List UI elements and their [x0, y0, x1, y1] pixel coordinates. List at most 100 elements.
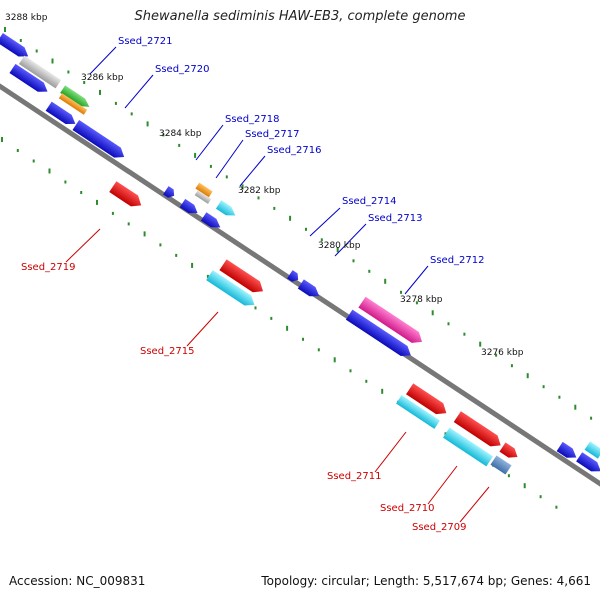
tick-label-3276: 3276 kbp	[481, 348, 524, 358]
tick-dot	[590, 416, 593, 420]
tick-dot	[349, 369, 352, 373]
tick-dot	[159, 243, 162, 247]
tick-dot	[175, 253, 178, 257]
tick-dot	[257, 196, 260, 200]
tick-dot	[273, 206, 276, 210]
feature-arrow[interactable]	[72, 119, 128, 162]
tick-dot	[317, 348, 320, 352]
feature-arrow[interactable]	[215, 200, 238, 219]
tick-dot	[178, 143, 181, 147]
label-leader-lines	[65, 46, 490, 523]
tick-dot	[384, 278, 387, 284]
tick-label-3284: 3284 kbp	[159, 129, 202, 139]
gene-label-ssed-2710[interactable]: Ssed_2710	[380, 503, 435, 514]
gene-label-ssed-2719[interactable]: Ssed_2719	[21, 262, 76, 273]
feature-arrow[interactable]	[219, 259, 266, 296]
feature-arrow[interactable]	[60, 85, 92, 110]
feature-arrow[interactable]	[396, 395, 440, 429]
tick-dot	[1, 137, 3, 142]
leader-line	[374, 431, 407, 473]
gene-label-ssed-2709[interactable]: Ssed_2709	[412, 522, 467, 533]
tick-dot	[96, 199, 98, 205]
tick-dot	[191, 262, 194, 268]
feature-arrow[interactable]	[200, 212, 223, 231]
gene-label-ssed-2712[interactable]: Ssed_2712	[430, 255, 485, 266]
leader-line	[215, 139, 244, 179]
tick-dot	[558, 395, 561, 399]
tick-dot	[431, 310, 434, 316]
feature-arrow[interactable]	[109, 181, 145, 211]
tick-label-3282: 3282 kbp	[238, 186, 281, 196]
genome-backbone	[0, 83, 600, 487]
gene-label-ssed-2720[interactable]: Ssed_2720	[155, 64, 210, 75]
feature-arrow[interactable]	[358, 296, 425, 348]
tick-dot	[574, 404, 577, 410]
tick-dot	[80, 191, 83, 194]
accession-text: Accession: NC_009831	[9, 574, 146, 588]
feature-arrow[interactable]	[58, 93, 88, 115]
tick-dot	[415, 301, 418, 305]
leader-line	[459, 486, 490, 523]
gene-label-ssed-2715[interactable]: Ssed_2715	[140, 346, 195, 357]
feature-arrow[interactable]	[345, 309, 414, 361]
tick-dot	[114, 101, 117, 105]
feature-arrow[interactable]	[556, 441, 580, 462]
feature-arrow[interactable]	[179, 198, 201, 217]
tick-dot	[162, 133, 165, 137]
gene-label-ssed-2721[interactable]: Ssed_2721	[118, 36, 173, 47]
leader-line	[239, 155, 266, 187]
tick-dot-rows	[1, 27, 593, 509]
feature-arrow[interactable]	[18, 55, 62, 89]
gene-label-ssed-2714[interactable]: Ssed_2714	[342, 196, 397, 207]
feature-arrow[interactable]	[406, 383, 450, 418]
gene-features	[0, 33, 600, 476]
tick-dot	[286, 325, 289, 331]
leader-line	[334, 223, 367, 257]
tick-dot	[507, 474, 510, 478]
leader-line	[309, 207, 341, 237]
tick-dot	[194, 152, 197, 158]
feature-arrow[interactable]	[443, 427, 493, 467]
feature-arrow[interactable]	[490, 455, 512, 475]
tick-dot	[333, 357, 336, 363]
tick-dot	[555, 505, 558, 509]
tick-dot	[19, 39, 22, 42]
tick-dot	[143, 231, 146, 237]
feature-arrow[interactable]	[576, 452, 600, 476]
feature-arrow[interactable]	[9, 63, 50, 96]
tick-dot	[130, 112, 133, 116]
gene-label-ssed-2718[interactable]: Ssed_2718	[225, 114, 280, 125]
leader-line	[404, 265, 429, 295]
tick-dot	[4, 27, 6, 32]
tick-dot	[526, 373, 529, 379]
feature-arrow[interactable]	[45, 101, 79, 129]
feature-arrow[interactable]	[297, 279, 322, 300]
tick-dot	[479, 341, 482, 347]
feature-arrow[interactable]	[499, 442, 520, 461]
gene-label-ssed-2711[interactable]: Ssed_2711	[327, 471, 382, 482]
tick-dot	[48, 168, 51, 174]
tick-dot	[336, 247, 339, 253]
tick-dot	[463, 332, 466, 336]
tick-dot	[523, 483, 526, 489]
feature-arrow[interactable]	[0, 33, 31, 61]
tick-dot	[51, 58, 54, 64]
tick-dot	[381, 388, 384, 394]
feature-arrow[interactable]	[163, 186, 177, 200]
gene-label-ssed-2717[interactable]: Ssed_2717	[245, 129, 300, 140]
leader-line	[427, 465, 458, 505]
tick-dot	[225, 175, 228, 179]
feature-arrow[interactable]	[195, 182, 213, 198]
feature-arrow[interactable]	[194, 190, 212, 204]
tick-dot	[241, 184, 244, 190]
feature-arrow[interactable]	[584, 441, 600, 459]
tick-label-3286: 3286 kbp	[81, 73, 124, 83]
feature-arrow[interactable]	[287, 270, 301, 284]
tick-dot	[32, 159, 35, 163]
feature-arrow[interactable]	[206, 270, 258, 310]
tick-dot	[111, 211, 114, 215]
feature-arrow[interactable]	[453, 411, 505, 451]
gene-label-ssed-2716[interactable]: Ssed_2716	[267, 145, 322, 156]
map-title: Shewanella sediminis HAW-EB3, complete g…	[134, 9, 466, 24]
gene-label-ssed-2713[interactable]: Ssed_2713	[368, 213, 423, 224]
